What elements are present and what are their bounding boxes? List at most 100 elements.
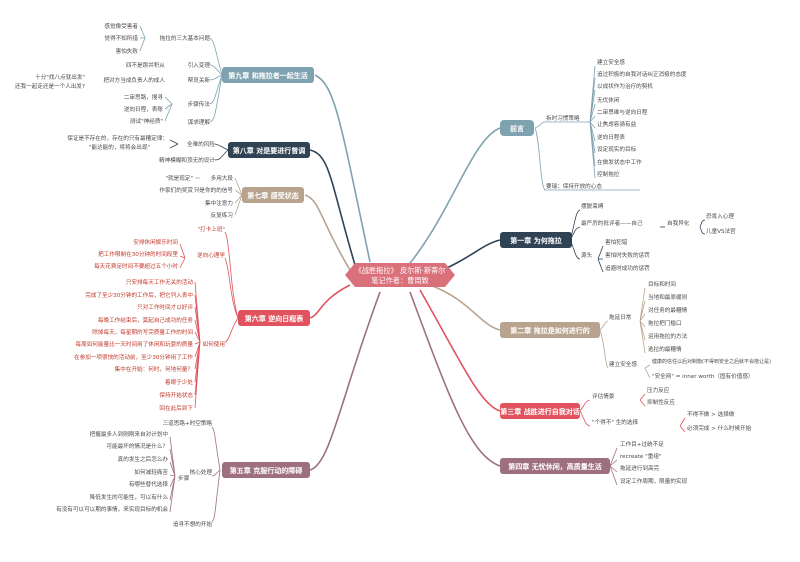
svg-text:真的发生之后怎么办: 真的发生之后怎么办 [118, 455, 169, 463]
ch9-sub5[interactable]: 谋求理解 [188, 118, 211, 126]
svg-text:控制拖拉: 控制拖拉 [597, 170, 620, 178]
ch3-item: 抑制性反应 [647, 398, 675, 406]
ch3-item: 压力反应 [647, 386, 670, 394]
branch-ch9[interactable]: 第九章 和拖拉者一起生活 [222, 67, 314, 83]
svg-text:拖延进行到高完: 拖延进行到高完 [620, 464, 660, 472]
svg-text:每晚工作结束后，莫起自己成功的任务: 每晚工作结束后，莫起自己成功的任务 [98, 316, 194, 324]
ch6-sub2[interactable]: 如何使用 [203, 340, 225, 348]
ch9-sub2[interactable]: 引入变理 [188, 61, 211, 69]
svg-text:有哪些替代选择: 有哪些替代选择 [129, 480, 169, 488]
svg-text:建立安全感: 建立安全感 [597, 58, 625, 66]
branch-ch4[interactable]: 第四章 无忧休闲，高质量生活 [500, 458, 610, 474]
ch3-sub1[interactable]: 评估情景 [592, 392, 615, 400]
svg-text:让焦虑容骑有益: 让焦虑容骑有益 [597, 120, 637, 128]
ch5-sub3[interactable]: 步骤 [178, 474, 190, 482]
ch4-items: 工作目+过统不足 recreate "重组" 拖延进行到高完 设定工作周期，限量… [620, 440, 688, 485]
ch3-sub2[interactable]: "个得不" 生的选择 [592, 418, 638, 426]
ch6-sub1[interactable]: 逆向心理学 [197, 251, 225, 259]
svg-text:安排休闲娱乐时间: 安排休闲娱乐时间 [133, 238, 178, 246]
central-node-shape [345, 263, 455, 287]
svg-text:每天花费足时间不要超过五个小时: 每天花费足时间不要超过五个小时 [94, 262, 178, 270]
svg-text:逃拉的最糟情: 逃拉的最糟情 [648, 345, 682, 353]
ch1-b[interactable]: 最严厉的批评者——自己 [581, 219, 643, 227]
svg-text:"就是现定": "就是现定" [165, 174, 193, 182]
svg-text:拖拉把门槛口: 拖拉把门槛口 [648, 319, 682, 327]
branch-ch5[interactable]: 第五章 克服行动的障碍 [222, 462, 310, 478]
svg-text:第六章 逆向日程表: 第六章 逆向日程表 [245, 314, 304, 323]
svg-text:在做发状态中工作: 在做发状态中工作 [597, 158, 642, 166]
branch-intro[interactable]: 前言 [500, 120, 534, 136]
svg-text:测试"神经质": 测试"神经质" [130, 117, 164, 125]
intro-sub2[interactable]: 要瑞：保持开放的心态 [546, 182, 602, 190]
svg-text:运用拖拉的方法: 运用拖拉的方法 [648, 332, 688, 340]
svg-text:recreate "重组": recreate "重组" [620, 452, 662, 460]
svg-text:集中在开始：何时，何地何量？: 集中在开始：何时，何地何量？ [115, 365, 193, 373]
svg-text:健康的信任以后对制衡(不得到安全之后就不会拖让是): 健康的信任以后对制衡(不得到安全之后就不会拖让是) [652, 358, 771, 365]
svg-text:如何减轻痛苦: 如何减轻痛苦 [134, 468, 168, 476]
svg-text:把工作限制在30分钟的时间段里: 把工作限制在30分钟的时间段里 [98, 250, 178, 258]
branch-ch6[interactable]: 第六章 逆向日程表 [238, 310, 310, 326]
ch5-sub1[interactable]: 三道思路+时空策略 [163, 419, 213, 427]
svg-text:当地和最原缓则: 当地和最原缓则 [648, 293, 688, 301]
svg-text:第七章 感受状态: 第七章 感受状态 [247, 191, 298, 200]
branch-ch7[interactable]: 第七章 感受状态 [242, 187, 304, 203]
ch9-sub4[interactable]: 步骤传法 [188, 100, 211, 108]
svg-text:以成状作为治疗的契机: 以成状作为治疗的契机 [597, 82, 653, 90]
svg-text:四不是那并积从: 四不是那并积从 [126, 61, 166, 69]
ch1-a[interactable]: 摆脱束缚 [581, 202, 604, 210]
svg-text:逆向日程表: 逆向日程表 [597, 133, 625, 141]
ch8-sub1[interactable]: 全难的风险 [187, 140, 215, 148]
ch6-items1: 安排休闲娱乐时间 把工作限制在30分钟的时间段里 每天花费足时间不要超过五个小时 [94, 238, 178, 270]
ch1-c[interactable]: 源头 [581, 251, 593, 259]
ch9-sub3[interactable]: 帮员关新 [188, 76, 211, 84]
ch5-sub2[interactable]: 核心处理 [190, 468, 213, 476]
svg-text:还我一起走还是一个人出发?: 还我一起走还是一个人出发? [15, 82, 85, 90]
ch9-sub1[interactable]: 拖拉的三大基本问题 [160, 34, 211, 42]
ch5-items: 把握最多人到刚刚来自对计划中 可能最坏的情况是什么？ 真的发生之后怎么办 如何减… [56, 430, 168, 513]
central-subtitle: 笔记作者：曹周致 [371, 276, 429, 285]
ch6-items2: 只安排每天工作无关的活动 完成了至少30分钟的工作后，把它列入表中 只对工作时间… [74, 278, 193, 412]
branch-ch3[interactable]: 第三章 战胜进行自我对话 [500, 403, 580, 419]
ch8-sub2[interactable]: 精神模糊和顶无的设计 [159, 156, 215, 164]
ch2-items: 目标和时间 当地和最原缓则 对任务的最糟情 拖拉把门槛口 运用拖拉的方法 逃拉的… [648, 280, 771, 380]
svg-text:只是你的的信号: 只是你的的信号 [194, 186, 234, 194]
branch-ch8[interactable]: 第八章 对是要进行曾调 [228, 142, 310, 158]
svg-text:十分"找八点就出发": 十分"找八点就出发" [35, 73, 85, 81]
svg-text:除掉每天，每星期的写完质量工作的时间: 除掉每天，每星期的写完质量工作的时间 [92, 328, 193, 336]
ch9-items: 感觉像受害者 觉得不知所措 害怕失败 四不是那并积从 把对方当成负责人的成人 十… [15, 22, 166, 125]
branch-ch2[interactable]: 第二章 拖拉是如何进行的 [500, 322, 600, 338]
ch8-left: "能达能的，将将会出现" [89, 143, 151, 151]
ch2-sub1[interactable]: 拖延日常 [609, 313, 632, 321]
ch1-c-item: 害怕时失败的惩罚 [605, 251, 650, 259]
svg-text:害怕失败: 害怕失败 [116, 47, 139, 55]
svg-text:设定现实的目标: 设定现实的目标 [597, 145, 637, 153]
branch-ch1[interactable]: 第一章 为何拖拉 [500, 232, 572, 248]
svg-text:第八章 对是要进行曾调: 第八章 对是要进行曾调 [233, 146, 305, 155]
intro-sub1[interactable]: 拆时习惯策略 [546, 114, 580, 122]
svg-text:感觉像受害者: 感觉像受害者 [104, 22, 138, 30]
svg-text:有没有可以可以期的事情，来实现目标的机会: 有没有可以可以期的事情，来实现目标的机会 [56, 505, 168, 513]
svg-text:追过积极的自我对话纠正消极的态度: 追过积极的自我对话纠正消极的态度 [597, 70, 687, 78]
svg-text:集中注意力: 集中注意力 [205, 199, 233, 207]
ch6-quote: "打卡上班" [197, 225, 225, 233]
svg-text:完成了至少30分钟的工作后，把它列入表中: 完成了至少30分钟的工作后，把它列入表中 [85, 291, 193, 299]
ch1-c-item: 追避时成功的惩罚 [605, 264, 650, 272]
svg-text:第三章 战胜进行自我对话: 第三章 战胜进行自我对话 [500, 407, 579, 416]
svg-text:着眼于少处: 着眼于少处 [165, 378, 193, 386]
ch2-sub2[interactable]: 建立安全感 [609, 360, 637, 368]
ch3-item: 不得不做 > 选择做 [687, 410, 735, 418]
svg-text:把握最多人到刚刚来自对计划中: 把握最多人到刚刚来自对计划中 [90, 430, 169, 438]
svg-text:多用大段: 多用大段 [211, 174, 234, 182]
svg-text:第一章 为何拖拉: 第一章 为何拖拉 [510, 236, 561, 245]
svg-text:可能最坏的情况是什么？: 可能最坏的情况是什么？ [106, 442, 168, 450]
svg-text:目标和时间: 目标和时间 [648, 280, 676, 288]
svg-text:反复练习: 反复练习 [211, 211, 233, 219]
ch5-sub4[interactable]: 追寻不想的开始 [173, 520, 213, 528]
svg-text:二审思路，搜寻: 二审思路，搜寻 [124, 93, 164, 101]
svg-text:逆向日程，表账: 逆向日程，表账 [124, 105, 164, 113]
ch1-b-child[interactable]: 自我异化 [667, 219, 690, 227]
svg-text:降低发生的可能性，可以有什么: 降低发生的可能性，可以有什么 [90, 493, 169, 501]
ch1-b-item: 恐肯入心理 [706, 212, 734, 220]
ch1-b-item: 儿童VS法官 [706, 227, 736, 235]
